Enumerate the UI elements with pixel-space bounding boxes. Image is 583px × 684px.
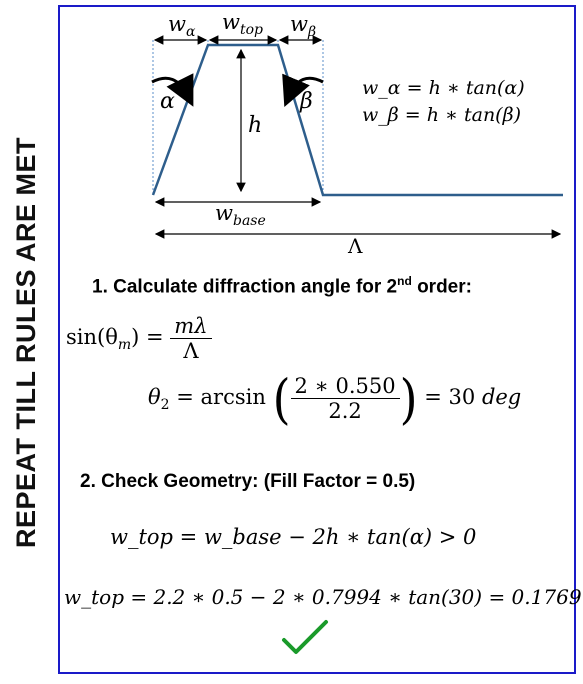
eq2-num: 2 ∗ 0.550 xyxy=(290,374,400,399)
geometry-condition: w_top = w_base − 2h ∗ tan(α) > 0 xyxy=(110,525,477,549)
geometry-check: w_top = 2.2 ∗ 0.5 − 2 ∗ 0.7994 ∗ tan(30)… xyxy=(64,585,582,609)
eq2-rhs: = 30 xyxy=(424,385,482,409)
trapezoid-diagram: wα wtop wβ α β h wbase Λ w_α = h ∗ tan(α… xyxy=(151,10,563,258)
eq2-lhs-sub: 2 xyxy=(160,397,170,414)
formula-w-alpha: w_α = h ∗ tan(α) xyxy=(362,77,525,99)
step1-heading-suffix: order: xyxy=(411,276,472,298)
step1-heading-text: 1. Calculate diffraction angle for 2 xyxy=(92,276,398,298)
content-frame xyxy=(58,5,576,674)
beta-curl-icon xyxy=(282,73,324,108)
eq2-unit: deg xyxy=(481,385,522,409)
h-label: h xyxy=(248,113,262,138)
step1-heading-sup: nd xyxy=(397,274,412,288)
w-alpha-label: wα xyxy=(168,12,196,40)
w-top-label: wtop xyxy=(222,10,263,38)
eq1-lhs: sin(θ xyxy=(66,325,118,349)
w-base-label: wbase xyxy=(215,201,266,229)
eq1-lhs-close: ) = xyxy=(131,325,164,349)
eq2-den: 2.2 xyxy=(328,399,362,423)
eq1-num: mλ xyxy=(170,314,212,339)
eq2-lhs: θ xyxy=(148,385,161,409)
eq2-mid: = arcsin xyxy=(169,385,266,409)
period-label: Λ xyxy=(347,234,363,258)
eq1-lhs-sub: m xyxy=(117,337,132,354)
eq1-den: Λ xyxy=(183,339,199,363)
step1-heading: 1. Calculate diffraction angle for 2nd o… xyxy=(92,274,472,298)
alpha-curl-icon xyxy=(151,73,194,107)
step2-heading: 2. Check Geometry: (Fill Factor = 0.5) xyxy=(80,471,416,492)
beta-label: β xyxy=(299,89,313,114)
checkmark-icon xyxy=(282,620,328,654)
w-beta-label: wβ xyxy=(290,12,316,40)
alpha-label: α xyxy=(160,89,175,114)
formula-w-beta: w_β = h ∗ tan(β) xyxy=(362,104,521,126)
